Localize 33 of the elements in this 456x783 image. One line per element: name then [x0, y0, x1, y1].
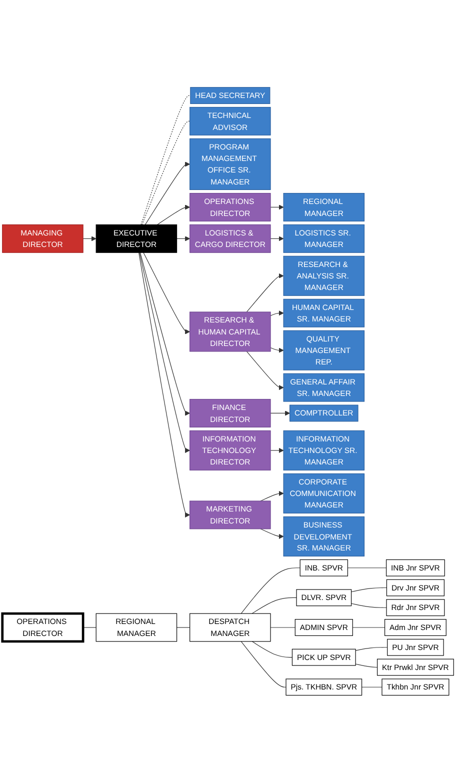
arrow	[260, 491, 284, 502]
connector	[350, 603, 387, 608]
arrow	[246, 351, 284, 390]
connector	[270, 627, 296, 628]
arrow	[246, 273, 284, 312]
arrow	[270, 204, 284, 210]
arrow	[270, 410, 290, 416]
connector	[352, 627, 386, 628]
arrow	[138, 252, 190, 518]
arrow	[139, 252, 190, 454]
arrow	[156, 204, 190, 226]
arrow	[270, 448, 284, 454]
connector	[142, 121, 190, 226]
arrow	[270, 310, 284, 316]
arrow	[144, 162, 190, 226]
arrow	[140, 252, 190, 416]
arrow	[176, 236, 190, 242]
connector	[240, 641, 286, 688]
arrow	[143, 252, 190, 334]
connector	[240, 568, 300, 614]
arrow	[260, 528, 284, 540]
connector	[355, 647, 388, 652]
connector	[252, 641, 293, 658]
connector	[140, 95, 191, 226]
connector	[252, 598, 297, 614]
connector	[82, 627, 96, 628]
connector	[350, 588, 387, 592]
connector	[355, 664, 378, 668]
arrow	[82, 236, 96, 242]
arrow	[270, 236, 284, 242]
connector	[361, 686, 382, 688]
arrow	[270, 348, 284, 354]
connector	[176, 627, 190, 628]
